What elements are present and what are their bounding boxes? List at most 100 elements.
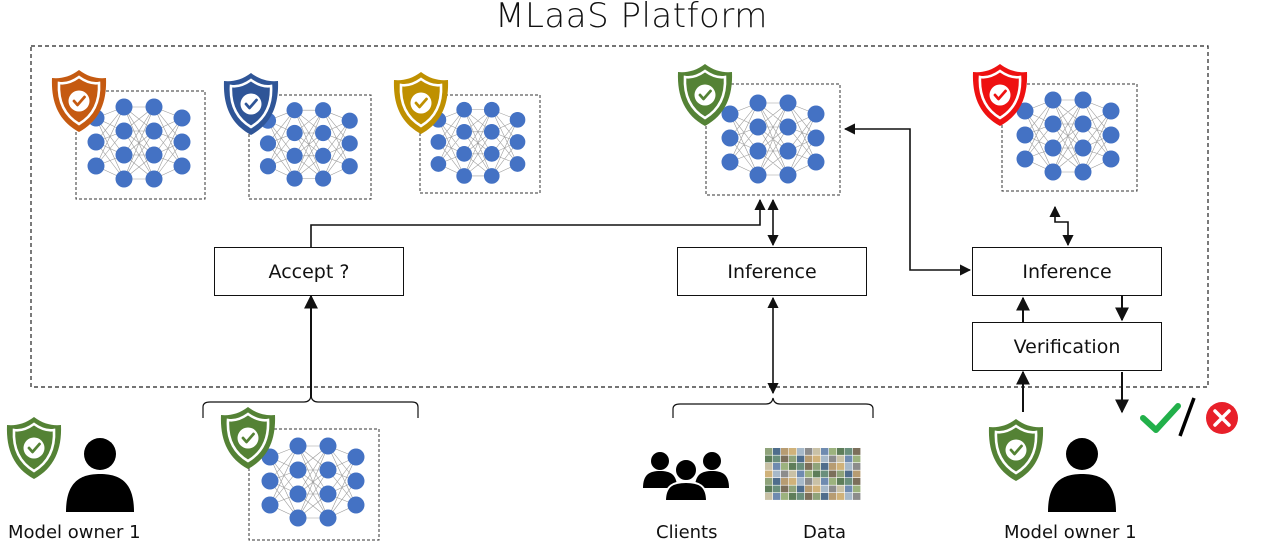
data-thumbnail-cell xyxy=(765,493,773,500)
data-thumbnail-cell xyxy=(805,463,813,470)
data-thumbnail-cell xyxy=(765,455,773,463)
data-thumbnail-cell xyxy=(821,485,829,493)
shield-check-icon xyxy=(987,417,1045,483)
data-thumbnail-cell xyxy=(853,448,861,455)
data-thumbnail-cell xyxy=(837,493,845,500)
data-thumbnail-cell xyxy=(773,448,781,455)
data-thumbnail-cell xyxy=(821,478,829,485)
data-thumbnail-cell xyxy=(837,448,845,455)
data-thumbnail-cell xyxy=(813,493,821,500)
owner-label-right: Model owner 1 xyxy=(1004,522,1137,543)
data-thumbnail-cell xyxy=(765,470,773,478)
data-thumbnail-cell xyxy=(781,470,789,478)
data-thumbnail-cell xyxy=(773,493,781,500)
platform-boundary xyxy=(30,45,1209,388)
data-thumbnail-cell xyxy=(765,478,773,485)
model-card-submitted xyxy=(248,428,380,541)
data-thumbnail-cell xyxy=(781,463,789,470)
data-thumbnail-cell xyxy=(805,470,813,478)
arrow-right-inference-model xyxy=(843,123,972,276)
data-thumbnail-cell xyxy=(781,455,789,463)
model-card-green-deployed xyxy=(705,83,841,196)
owner-label-left: Model owner 1 xyxy=(8,522,141,543)
data-thumbnail-cell xyxy=(805,478,813,485)
clients-label: Clients xyxy=(656,522,718,543)
inference-box-center: Inference xyxy=(677,247,867,296)
data-thumbnail-cell xyxy=(789,463,797,470)
data-thumbnail-cell xyxy=(813,478,821,485)
data-thumbnail-cell xyxy=(773,478,781,485)
page-title: MLaaS Platform xyxy=(495,0,768,36)
data-thumbnail-cell xyxy=(813,455,821,463)
group-icon xyxy=(643,452,729,502)
data-thumbnail-cell xyxy=(837,463,845,470)
data-thumbnail-cell xyxy=(797,470,805,478)
data-thumbnail-cell xyxy=(789,485,797,493)
data-thumbnail-cell xyxy=(797,478,805,485)
data-thumbnail-cell xyxy=(797,485,805,493)
accept-box: Accept ? xyxy=(214,247,404,296)
person-icon xyxy=(66,438,134,512)
model-card-orange xyxy=(75,90,206,200)
data-thumbnail-cell xyxy=(821,470,829,478)
data-thumbnail-cell xyxy=(829,463,837,470)
data-thumbnail-cell xyxy=(773,455,781,463)
data-thumbnail-cell xyxy=(789,478,797,485)
data-thumbnail-cell xyxy=(821,463,829,470)
data-thumbnail-cell xyxy=(797,493,805,500)
person-icon xyxy=(1048,438,1116,512)
data-thumbnail-cell xyxy=(781,493,789,500)
data-thumbnail-cell xyxy=(829,455,837,463)
model-card-blue xyxy=(248,94,372,200)
data-thumbnail-cell xyxy=(789,470,797,478)
model-card-red-deployed xyxy=(1001,83,1138,192)
data-thumbnail-cell xyxy=(781,478,789,485)
data-thumbnail-cell xyxy=(853,470,861,478)
data-thumbnail-cell xyxy=(853,463,861,470)
data-thumbnail-cell xyxy=(797,455,805,463)
data-thumbnail-cell xyxy=(821,448,829,455)
arrow-red-model-inference xyxy=(1049,205,1074,247)
data-thumbnail-cell xyxy=(845,493,853,500)
bracket-center xyxy=(672,397,874,418)
data-label: Data xyxy=(803,522,846,543)
data-thumbnail-cell xyxy=(829,448,837,455)
data-thumbnail-cell xyxy=(853,478,861,485)
data-thumbnail-cell xyxy=(805,493,813,500)
checkmark-icon xyxy=(1140,403,1181,433)
data-thumbnail-cell xyxy=(765,448,773,455)
data-thumbnail-cell xyxy=(813,463,821,470)
data-thumbnail-cell xyxy=(845,463,853,470)
data-thumbnail-cell xyxy=(845,455,853,463)
data-thumbnail-cell xyxy=(853,493,861,500)
data-thumbnail-cell xyxy=(845,485,853,493)
data-thumbnail-cell xyxy=(789,493,797,500)
data-thumbnail-cell xyxy=(845,478,853,485)
data-thumbnail-cell xyxy=(805,485,813,493)
data-thumbnail-cell xyxy=(845,470,853,478)
shield-check-icon xyxy=(5,415,63,481)
data-thumbnail-cell xyxy=(837,478,845,485)
data-thumbnail-cell xyxy=(837,485,845,493)
data-thumbnail-cell xyxy=(821,455,829,463)
data-thumbnail-cell xyxy=(773,470,781,478)
data-thumbnail-cell xyxy=(773,463,781,470)
data-thumbnail-cell xyxy=(781,448,789,455)
data-thumbnail-cell xyxy=(813,470,821,478)
data-thumbnail-cell xyxy=(845,448,853,455)
data-thumbnail-cell xyxy=(853,455,861,463)
image-grid-icon xyxy=(765,448,861,500)
data-thumbnail-cell xyxy=(813,448,821,455)
data-thumbnail-cell xyxy=(829,493,837,500)
data-thumbnail-cell xyxy=(805,455,813,463)
cross-circle-icon xyxy=(1206,402,1238,434)
data-thumbnail-cell xyxy=(789,455,797,463)
model-card-gold xyxy=(419,94,541,194)
data-thumbnail-cell xyxy=(829,485,837,493)
data-thumbnail-cell xyxy=(821,493,829,500)
data-thumbnail-cell xyxy=(797,448,805,455)
data-thumbnail-cell xyxy=(789,448,797,455)
data-thumbnail-cell xyxy=(813,485,821,493)
